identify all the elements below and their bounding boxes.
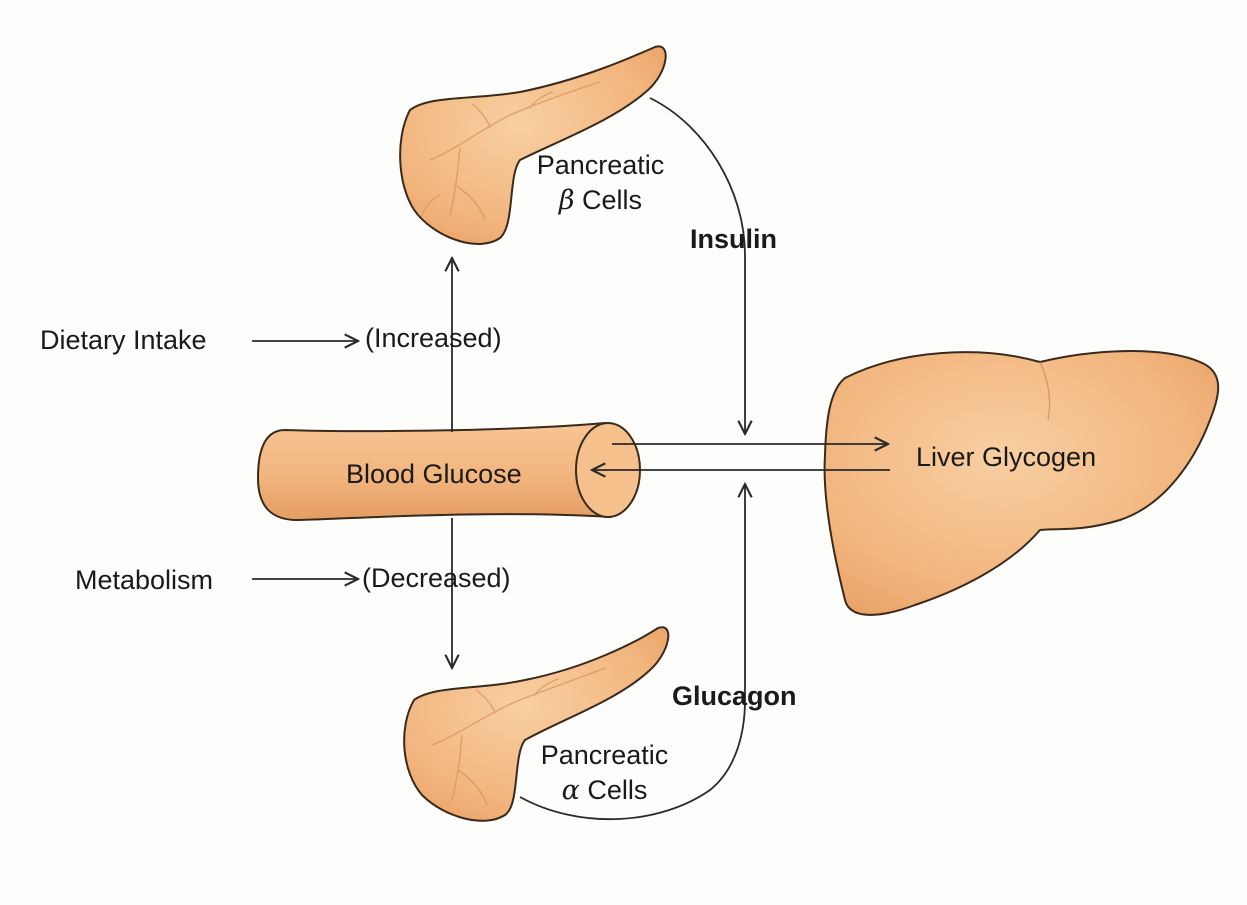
alpha-cells-label: Pancreatic α Cells	[532, 738, 677, 808]
beta-cells-word: Cells	[582, 185, 643, 216]
beta-symbol: β	[558, 185, 575, 217]
pancreas-beta-icon	[399, 45, 667, 245]
dietary-intake-label: Dietary Intake	[40, 325, 207, 355]
liver-icon	[823, 350, 1220, 616]
glucagon-label: Glucagon	[672, 681, 797, 711]
increased-label: (Increased)	[365, 323, 502, 353]
beta-cells-line2: β Cells	[528, 183, 673, 218]
insulin-pathway-arrow	[649, 97, 745, 434]
blood-glucose-label: Blood Glucose	[346, 459, 522, 489]
pancreas-alpha-icon	[403, 626, 670, 822]
beta-cells-line1: Pancreatic	[536, 150, 665, 180]
alpha-symbol: α	[561, 775, 580, 807]
liver-glycogen-label: Liver Glycogen	[916, 442, 1097, 472]
metabolism-label: Metabolism	[75, 565, 214, 595]
decreased-label: (Decreased)	[362, 563, 511, 593]
glucagon-pathway-arrow	[519, 484, 745, 821]
alpha-cells-line2: α Cells	[532, 773, 677, 808]
insulin-label: Insulin	[690, 224, 777, 254]
alpha-cells-line1: Pancreatic	[540, 740, 669, 770]
beta-cells-label: Pancreatic β Cells	[528, 148, 673, 218]
alpha-cells-word: Cells	[587, 775, 648, 806]
